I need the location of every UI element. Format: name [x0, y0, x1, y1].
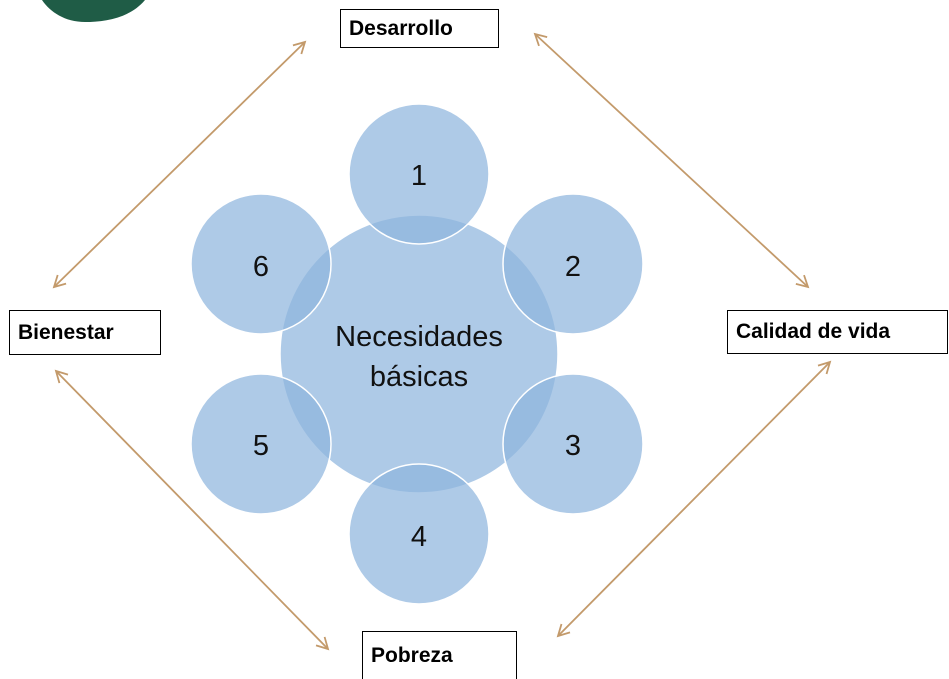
box-bienestar: Bienestar [9, 310, 161, 355]
arrow-bienestar-pobreza [54, 369, 330, 651]
satellite-circle-5 [190, 373, 332, 515]
box-pobreza: Pobreza [362, 631, 517, 679]
center-label-line2: básicas [370, 361, 468, 393]
arrow-desarrollo-calidad [533, 32, 810, 289]
arrow-desarrollo-bienestar [52, 40, 307, 289]
box-bienestar-label: Bienestar [18, 320, 114, 344]
satellite-circle-4 [348, 463, 490, 605]
satellite-circle-6 [190, 193, 332, 335]
satellite-label-5: 5 [253, 430, 269, 462]
satellite-circle-2 [502, 193, 644, 335]
box-pobreza-label: Pobreza [371, 643, 453, 667]
circle-group [190, 103, 644, 605]
satellite-label-3: 3 [565, 430, 581, 462]
satellite-label-1: 1 [411, 160, 427, 192]
satellite-label-2: 2 [565, 251, 581, 283]
box-desarrollo: Desarrollo [340, 9, 499, 48]
logo-fragment [42, 0, 145, 22]
satellite-label-4: 4 [411, 521, 427, 553]
satellite-label-6: 6 [253, 251, 269, 283]
arrow-calidad-pobreza [556, 360, 832, 638]
box-desarrollo-label: Desarrollo [349, 16, 453, 40]
box-calidad-de-vida-label: Calidad de vida [736, 320, 891, 343]
satellite-circle-1 [348, 103, 490, 245]
satellite-circle-3 [502, 373, 644, 515]
center-label-line1: Necesidades [335, 321, 503, 353]
box-calidad-de-vida: Calidad de vida [727, 310, 948, 354]
